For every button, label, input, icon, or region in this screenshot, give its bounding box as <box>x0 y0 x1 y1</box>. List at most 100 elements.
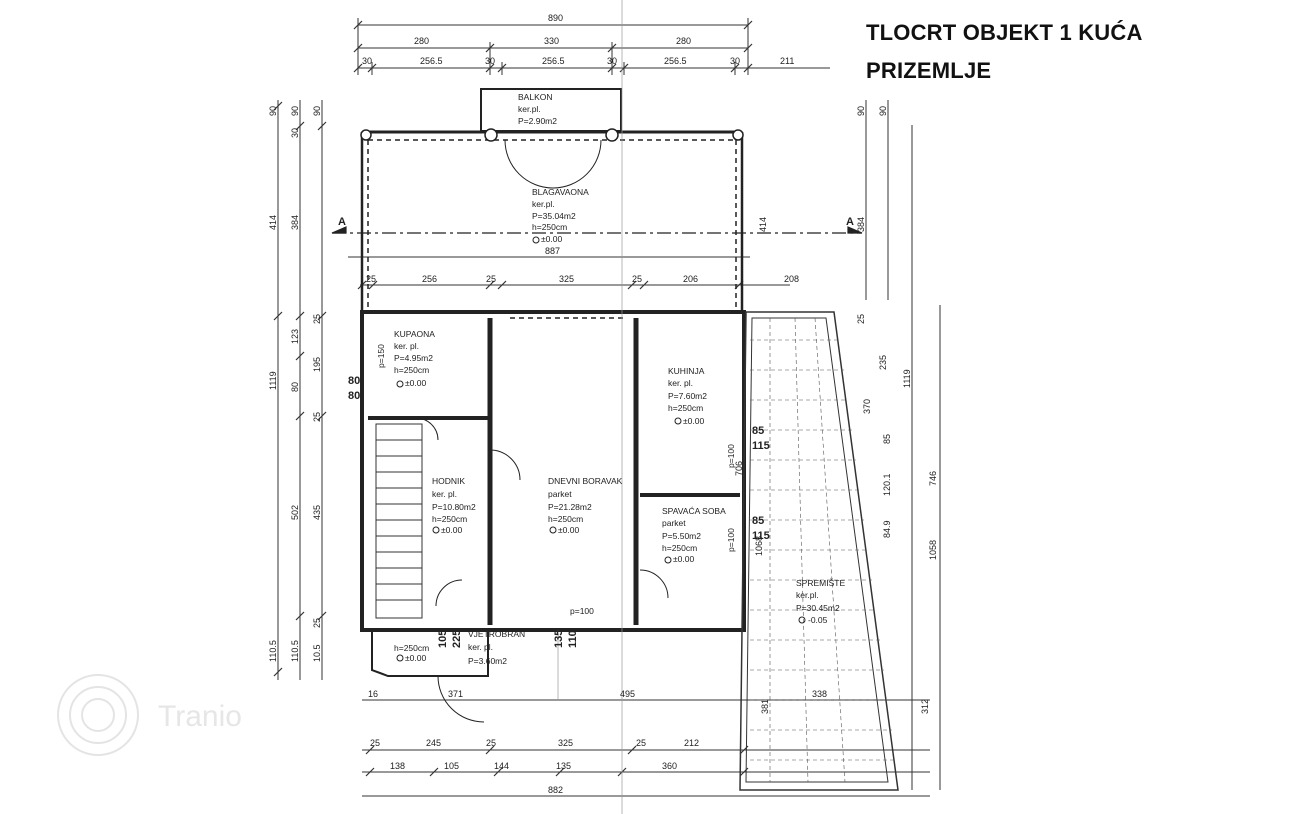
room-height: h=250cm <box>548 514 583 524</box>
dim-right: 370 <box>862 399 872 414</box>
dim-bottom: 25 <box>370 738 380 748</box>
dim-bottom: 144 <box>494 761 509 771</box>
dim-top: 30 <box>730 56 740 66</box>
dim-left: 25 <box>312 314 322 324</box>
window-label: 105 <box>437 630 449 648</box>
room-height: h=250cm <box>432 514 467 524</box>
dim-left: 90 <box>290 106 300 116</box>
room-floor: ker. pl. <box>468 642 493 652</box>
dim-top: 30 <box>485 56 495 66</box>
dim-left: 123 <box>290 329 300 344</box>
room-name: SPAVAĆA SOBA <box>662 506 726 516</box>
window-label: 80 <box>348 390 360 402</box>
room-kupaona: KUPAONA ker. pl. P=4.95m2 h=250cm ±0.00 <box>394 329 435 388</box>
room-spremiste: SPREMIŠTE ker.pl. P=30.45m2 -0.05 <box>796 578 845 625</box>
window-label: 85 <box>752 515 764 527</box>
dim-right: 1119 <box>902 369 912 388</box>
room-height: h=250cm <box>532 222 567 232</box>
window-label: 225 <box>451 630 463 648</box>
dim-top: 30 <box>607 56 617 66</box>
dim-bottom: 245 <box>426 738 441 748</box>
dim-bottom: 135 <box>556 761 571 771</box>
dim-mid: 256 <box>422 274 437 284</box>
dim-bottom: 105 <box>444 761 459 771</box>
dim-right: 90 <box>878 106 888 116</box>
room-level: ±0.00 <box>683 416 704 426</box>
room-name: KUPAONA <box>394 329 435 339</box>
parapet-label: p=100 <box>570 606 594 616</box>
room-floor: ker.pl. <box>518 104 541 114</box>
dim-top: 280 <box>676 36 691 46</box>
dim-top: 256.5 <box>542 56 565 66</box>
dim-left: 90 <box>268 106 278 116</box>
room-name: DNEVNI BORAVAK <box>548 476 623 486</box>
room-dnevni-boravak: DNEVNI BORAVAK parket P=21.28m2 h=250cm … <box>548 476 623 535</box>
dim-left: 10.5 <box>312 644 322 662</box>
dim-top: 256.5 <box>664 56 687 66</box>
room-level: ±0.00 <box>441 525 462 535</box>
dim-top: 211 <box>780 56 794 66</box>
room-height: h=250cm <box>662 543 697 553</box>
room-kuhinja: KUHINJA ker. pl. P=7.60m2 h=250cm ±0.00 <box>668 366 707 426</box>
dim-mid: 25 <box>366 274 376 284</box>
dim-bottom: 338 <box>812 689 827 699</box>
dim-left: 195 <box>312 357 322 372</box>
window-label: 110 <box>567 630 579 648</box>
room-height: h=250cm <box>394 365 429 375</box>
section-marker-left: A <box>338 216 346 228</box>
room-floor: ker. pl. <box>432 489 457 499</box>
dim-mid: 25 <box>632 274 642 284</box>
dim-top: 256.5 <box>420 56 443 66</box>
parapet-label: p=150 <box>376 344 386 368</box>
room-area: P=35.04m2 <box>532 211 576 221</box>
room-area: P=7.60m2 <box>668 391 707 401</box>
window-label: 80 <box>348 375 360 387</box>
dim-bottom: 212 <box>684 738 699 748</box>
room-blagavaona: BLAGAVAONA ker.pl. P=35.04m2 h=250cm ±0.… <box>532 187 589 244</box>
room-vjetrobran: VJETROBRAN ker. pl. P=3.60m2 h=250cm ±0.… <box>394 629 525 666</box>
room-name: KUHINJA <box>668 366 705 376</box>
room-level: ±0.00 <box>541 234 562 244</box>
dim-bottom: 312 <box>920 699 930 714</box>
dim-mid: 325 <box>559 274 574 284</box>
room-floor: ker.pl. <box>796 590 819 600</box>
dim-left: 1119 <box>268 371 278 390</box>
dim-right: 414 <box>758 217 768 232</box>
dim-left: 110.5 <box>290 640 300 662</box>
dim-bottom: 360 <box>662 761 677 771</box>
window-label: 135 <box>553 630 565 648</box>
room-area: P=5.50m2 <box>662 531 701 541</box>
room-level: ±0.00 <box>673 554 694 564</box>
dim-top: 30 <box>362 56 372 66</box>
dim-bottom: 16 <box>368 689 378 699</box>
dim-bottom: 371 <box>448 689 463 699</box>
dim-left: 435 <box>312 505 322 520</box>
dim-right: 90 <box>856 106 866 116</box>
dim-right: 384 <box>856 217 866 232</box>
room-hodnik: HODNIK ker. pl. P=10.80m2 h=250cm ±0.00 <box>432 476 476 535</box>
dim-right: 235 <box>878 355 888 370</box>
room-level: ±0.00 <box>405 653 426 663</box>
window-label: 85 <box>752 425 764 437</box>
room-area: P=10.80m2 <box>432 502 476 512</box>
plan-title: TLOCRT OBJEKT 1 KUĆA <box>866 20 1143 45</box>
dim-bottom: 381 <box>760 699 770 714</box>
dim-bottom: 138 <box>390 761 405 771</box>
dim-left: 30 <box>290 128 300 138</box>
room-height: h=250cm <box>394 643 429 653</box>
dim-right: 85 <box>882 434 892 444</box>
dim-right: 25 <box>856 314 866 324</box>
dim-top: 330 <box>544 36 559 46</box>
parapet-label: p=100 <box>726 444 736 468</box>
dim-bottom-total: 882 <box>548 785 563 795</box>
dim-right: 746 <box>928 471 938 486</box>
window-label: 115 <box>752 440 770 452</box>
dim-bottom: 25 <box>486 738 496 748</box>
room-floor: ker.pl. <box>532 199 555 209</box>
room-floor: ker. pl. <box>668 378 693 388</box>
room-area: P=2.90m2 <box>518 116 557 126</box>
dim-mid: 208 <box>784 274 799 284</box>
dim-mid: 25 <box>486 274 496 284</box>
